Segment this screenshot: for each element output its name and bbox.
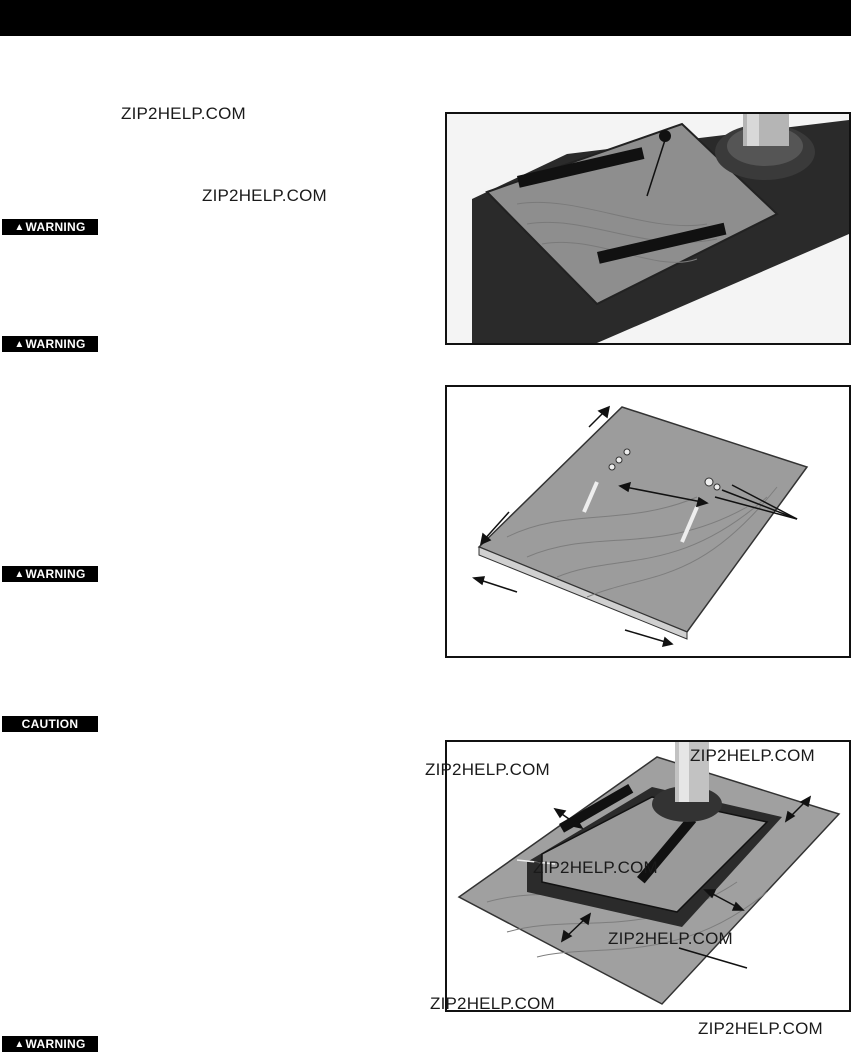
watermark-text: ZIP2HELP.COM — [608, 929, 733, 948]
watermark-text: ZIP2HELP.COM — [690, 746, 815, 765]
warning-badge-label: WARNING — [25, 220, 86, 234]
watermark-text: ZIP2HELP.COM — [202, 186, 327, 205]
warning-badge: ▲ WARNING — [2, 219, 98, 235]
warning-badge: ▲ WARNING — [2, 336, 98, 352]
warning-badge-label: WARNING — [25, 1037, 86, 1051]
watermark-text: ZIP2HELP.COM — [533, 858, 658, 877]
header-bar — [0, 0, 851, 36]
figure-plywood-photo — [445, 385, 851, 658]
watermark-text: ZIP2HELP.COM — [698, 1019, 823, 1038]
warning-badge-label: WARNING — [25, 567, 86, 581]
figure-mounted-photo — [445, 740, 851, 1012]
base-photo-illustration — [447, 114, 849, 343]
watermark-text: ZIP2HELP.COM — [430, 994, 555, 1013]
plywood-photo-illustration — [447, 387, 849, 656]
watermark-text: ZIP2HELP.COM — [121, 104, 246, 123]
warning-triangle-icon: ▲ — [14, 568, 25, 580]
caution-badge: CAUTION — [2, 716, 98, 732]
caution-badge-label: CAUTION — [21, 717, 79, 731]
warning-triangle-icon: ▲ — [14, 1038, 25, 1050]
figure-base-photo — [445, 112, 851, 345]
warning-badge: ▲ WARNING — [2, 1036, 98, 1052]
warning-triangle-icon: ▲ — [14, 338, 25, 350]
warning-badge: ▲ WARNING — [2, 566, 98, 582]
mounted-photo-illustration — [447, 742, 849, 1010]
watermark-text: ZIP2HELP.COM — [425, 760, 550, 779]
warning-triangle-icon: ▲ — [14, 221, 25, 233]
warning-badge-label: WARNING — [25, 337, 86, 351]
